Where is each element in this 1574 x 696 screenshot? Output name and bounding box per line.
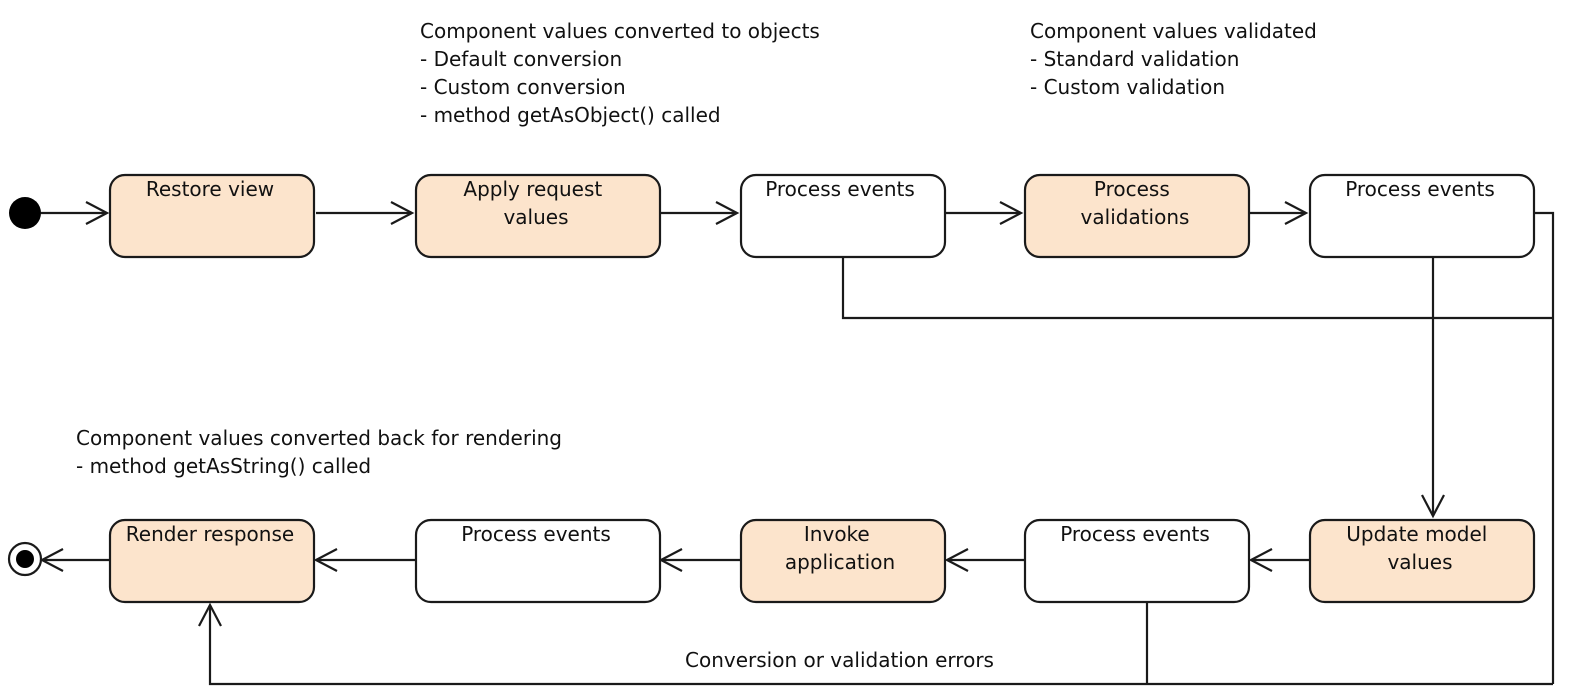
note-line: - method getAsObject() called [420,103,721,127]
edge-invoke-to-events4 [658,548,741,572]
node-process-events-4[interactable]: Process events [414,518,662,604]
note-line: Component values validated [1030,19,1317,43]
edge-validations-to-events2 [1250,201,1309,225]
svg-text:Render response: Render response [126,522,294,546]
note-conversion: Component values converted to objects - … [420,19,826,127]
note-line: Component values converted to objects [420,19,820,43]
edge-render-to-end [39,548,110,572]
edge-start-to-restore [41,201,110,225]
edge-update-to-events3 [1248,548,1310,572]
svg-text:Process events: Process events [461,522,611,546]
svg-text:Update model values: Update model values [1346,522,1493,574]
svg-text:Invoke application: Invoke application [785,522,895,574]
svg-text:Process events: Process events [765,177,915,201]
note-validation: Component values validated - Standard va… [1030,19,1323,99]
note-line: - method getAsString() called [76,454,371,478]
svg-text:Process events: Process events [1060,522,1210,546]
errors-edge-label: Conversion or validation errors [685,648,994,672]
note-line: Component values converted back for rend… [76,426,562,450]
edge-restore-to-apply [316,201,415,225]
final-state-icon [7,541,43,577]
edge-events3-to-invoke [944,548,1025,572]
svg-text:Process events: Process events [1345,177,1495,201]
svg-text:Restore view: Restore view [146,177,274,201]
initial-state-icon [9,197,41,229]
node-render-response[interactable]: Render response [108,518,316,604]
svg-text:Apply request values: Apply request values [463,177,608,229]
node-invoke-application[interactable]: Invoke application [739,518,947,604]
note-line: - Default conversion [420,47,622,71]
edge-error-bus [198,211,1555,686]
note-line: - Custom conversion [420,75,626,99]
node-process-events-2[interactable]: Process events [1308,173,1536,259]
edge-events2-to-update [1421,258,1445,519]
node-process-events-1[interactable]: Process events [739,173,947,259]
note-line: - Standard validation [1030,47,1239,71]
node-update-model-values[interactable]: Update model values [1308,518,1536,604]
node-restore-view[interactable]: Restore view [108,173,316,259]
edge-apply-to-events1 [661,201,740,225]
note-line: - Custom validation [1030,75,1225,99]
svg-text:Process validations: Process validations [1081,177,1190,229]
node-process-events-3[interactable]: Process events [1023,518,1251,604]
node-apply-request-values[interactable]: Apply request values [414,173,662,259]
edge-events1-to-validations [946,201,1024,225]
note-rendering: Component values converted back for rend… [76,426,568,478]
node-process-validations[interactable]: Process validations [1023,173,1251,259]
edge-events4-to-render [313,548,415,572]
